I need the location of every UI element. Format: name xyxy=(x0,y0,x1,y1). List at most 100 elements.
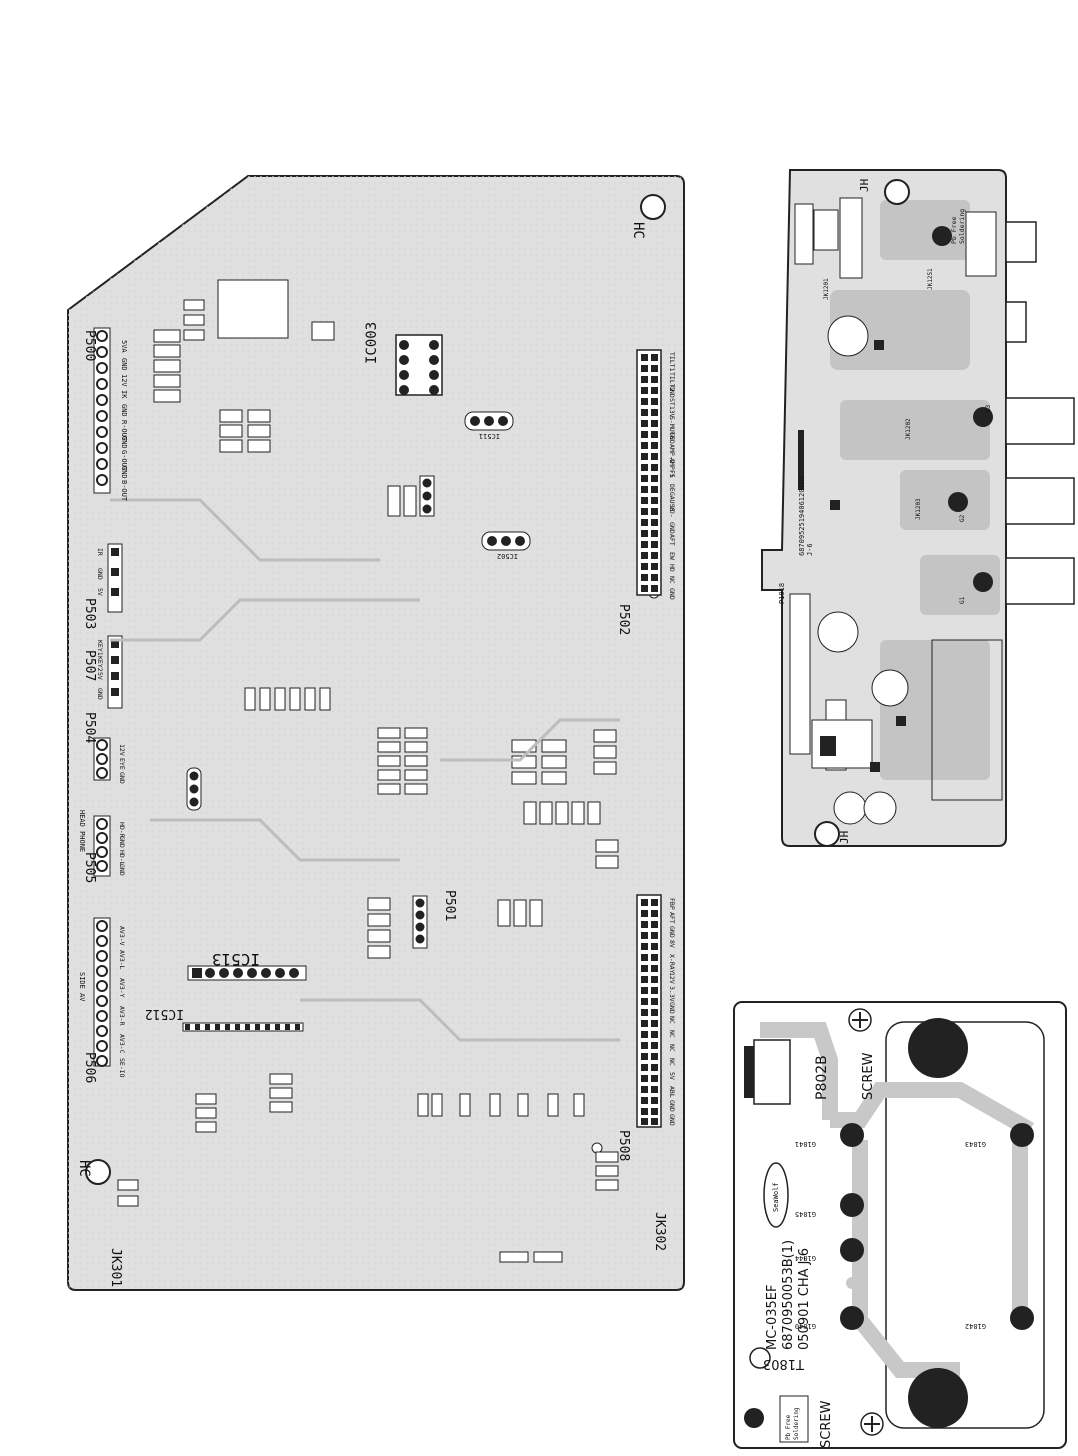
svg-text:GND: GND xyxy=(668,432,676,444)
svg-text:GND: GND xyxy=(668,588,676,600)
p506-label: P506 xyxy=(82,1052,97,1083)
svg-text:NC: NC xyxy=(668,1030,676,1038)
p506-pin-labels: AV3-V AV3-L AV3-Y AV3-R AV3-C SE-IO xyxy=(118,926,126,1078)
svg-text:KEY2: KEY2 xyxy=(96,656,104,672)
ground-icon xyxy=(744,1408,764,1428)
smd-component-field xyxy=(117,279,619,1263)
jack-board: Pb Free Soldering JH JH 6870952519406120… xyxy=(761,169,1075,847)
svg-text:AV3-Y: AV3-Y xyxy=(118,978,126,998)
svg-text:KEY1: KEY1 xyxy=(96,640,104,656)
ic003-label: IC003 xyxy=(364,322,380,364)
p501-label: P501 xyxy=(442,890,457,921)
ground-pad-top xyxy=(932,226,952,246)
svg-text:GND: GND xyxy=(668,1100,676,1112)
p508-label: P508 xyxy=(616,1130,631,1161)
trace-lines xyxy=(110,498,620,1042)
g1844-pad xyxy=(840,1238,864,1262)
svg-text:IK: IK xyxy=(120,390,128,399)
svg-text:GND: GND xyxy=(668,386,676,398)
svg-text:GND: GND xyxy=(120,404,128,417)
svg-text:G1845: G1845 xyxy=(795,1210,816,1218)
svg-text:G1842: G1842 xyxy=(965,1322,986,1330)
screw-icon xyxy=(860,1412,884,1436)
svg-text:NC: NC xyxy=(668,576,676,584)
jack-rca-2 xyxy=(1005,301,1027,343)
svg-text:NC: NC xyxy=(668,1044,676,1052)
ground-pad-g2 xyxy=(948,492,968,512)
ic511-label: IC511 xyxy=(479,432,500,440)
svg-text:G1840: G1840 xyxy=(795,1322,816,1330)
svg-text:GND: GND xyxy=(118,836,126,848)
svg-text:GND: GND xyxy=(668,1114,676,1126)
headphone-label: HEAD PHONE xyxy=(78,810,86,852)
ic511-footprint xyxy=(464,411,514,431)
svg-text:AFT: AFT xyxy=(668,912,676,924)
p504-label: P504 xyxy=(82,712,97,743)
svg-text:ST13V: ST13V xyxy=(668,398,676,418)
svg-text:5V: 5V xyxy=(668,1072,676,1080)
p506-connector xyxy=(93,917,111,1067)
g1-label: G1 xyxy=(959,596,966,604)
svg-text:R-OUT: R-OUT xyxy=(120,420,128,442)
svg-text:AV3-L: AV3-L xyxy=(118,950,126,970)
jack-rca-3 xyxy=(1005,397,1075,445)
svg-text:G1844: G1844 xyxy=(795,1254,816,1262)
svg-text:GND: GND xyxy=(96,568,104,580)
screw-bottom-label: SCREW xyxy=(819,1400,834,1448)
g1843-pad xyxy=(1010,1123,1034,1147)
p500-pin-labels: B-OUT GND G-OUT GND R-OUT GND IK 12V GND… xyxy=(120,340,128,502)
svg-text:AFT: AFT xyxy=(668,534,676,546)
svg-text:GND: GND xyxy=(120,436,128,449)
svg-text:AV3-C: AV3-C xyxy=(118,1034,126,1054)
p503-label: P503 xyxy=(82,598,97,629)
svg-text:5V: 5V xyxy=(96,588,104,596)
svg-text:Pb Free: Pb Free xyxy=(785,1414,792,1440)
jack-board-model: J-6 xyxy=(806,543,814,556)
small-board-line2: 6870950053B(1) xyxy=(781,1240,796,1350)
p504-pin-labels: 12V EYE GND xyxy=(118,744,126,784)
pad-labels: G1841 G1843 G1845 G1844 G1840 G1842 xyxy=(795,1140,986,1330)
p507-pin-labels: KEY1 KEY2 5V GND xyxy=(96,640,104,700)
svg-text:EYE: EYE xyxy=(118,758,126,770)
ic513-footprint xyxy=(187,965,307,981)
svg-text:TILT2: TILT2 xyxy=(668,372,676,392)
svg-text:3.3V: 3.3V xyxy=(668,986,676,1002)
svg-text:S-MUTE: S-MUTE xyxy=(668,416,676,440)
ic513-label: IC513 xyxy=(212,950,260,969)
pb-free-badge: Pb Free Soldering xyxy=(950,209,997,277)
ic502-label: IC502 xyxy=(497,552,518,560)
svg-text:GND: GND xyxy=(120,358,128,371)
ground-pad-g3 xyxy=(973,407,993,427)
trace-top xyxy=(760,1022,838,1120)
svg-text:GND: GND xyxy=(668,522,676,534)
svg-text:12V: 12V xyxy=(668,972,676,984)
jh-mark-bottom: JH xyxy=(838,831,851,844)
svg-text:HD-L: HD-L xyxy=(118,850,126,866)
jack-rca-5 xyxy=(1005,557,1075,605)
p507-label: P507 xyxy=(82,650,97,681)
svg-text:Soldering: Soldering xyxy=(958,209,966,244)
svg-text:G1841: G1841 xyxy=(795,1140,816,1148)
small-board-hole xyxy=(749,1347,771,1369)
svg-text:NC: NC xyxy=(668,1016,676,1024)
small-board-line3: 050901 CHA J-6 xyxy=(797,1248,812,1350)
svg-text:12V: 12V xyxy=(120,374,128,387)
ic601-footprint xyxy=(186,767,202,811)
t1803-label: T1803 xyxy=(763,1356,805,1371)
svg-text:NC: NC xyxy=(668,1058,676,1066)
small-board: SeaWolf Pb Free Soldering MC-035EF 68709… xyxy=(733,1001,1067,1449)
seawolf-logo-icon: SeaWolf xyxy=(763,1162,789,1228)
ic502-footprint xyxy=(481,531,531,551)
jk1203-label: JK1203 xyxy=(915,498,922,520)
svg-text:AMP-2: AMP-2 xyxy=(668,444,676,464)
svg-text:X-RAY: X-RAY xyxy=(668,954,676,974)
svg-text:VD-: VD- xyxy=(668,506,676,518)
p500-connector xyxy=(93,327,111,494)
p503-pin-labels: IR GND 5V xyxy=(96,548,104,596)
svg-text:8V: 8V xyxy=(668,940,676,948)
jack-rca-1 xyxy=(1005,221,1037,263)
jk1251-label: JK1251 xyxy=(927,268,934,290)
jack-board-hole-top xyxy=(884,179,910,205)
svg-text:EW: EW xyxy=(668,552,676,560)
